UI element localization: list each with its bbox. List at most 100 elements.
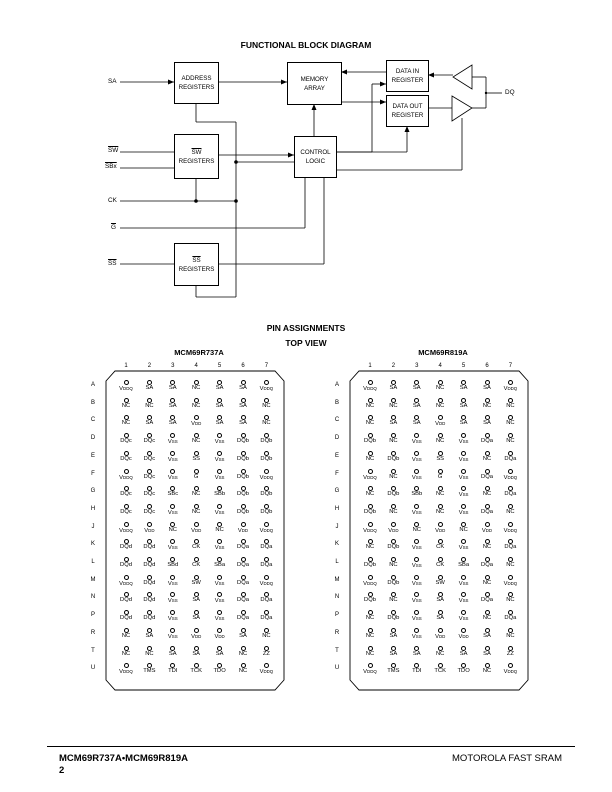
pin-ball-icon [461,521,467,527]
right-pin-label: NC [436,491,445,498]
pin-ball-icon [507,627,513,633]
right-pin-cell: NC [428,645,452,658]
right-pin-cell: NC [428,503,452,516]
pin-ball-icon [123,574,129,580]
pin-ball-icon [390,450,396,456]
left-pin-label: SA [168,402,177,409]
pin-ball-icon [507,503,513,509]
right-pin-label: VDD [435,527,446,534]
right-pin-cell: SA [381,627,405,640]
left-pin-cell: SW [184,574,208,587]
left-pin-cell: DQa [231,610,255,622]
right-pin-label: SA [389,385,398,391]
pin-ball-icon [461,486,467,492]
right-pin-label: NC [436,508,445,515]
right-pin-label: NC [365,491,375,498]
pin-ball-icon [146,521,152,527]
right-pin-label: SBa [458,562,470,568]
right-pin-label: SA [412,385,421,391]
left-pin-cell: SS [184,450,208,463]
pin-ball-icon [414,415,420,421]
pin-ball-icon [123,521,129,527]
control-logic-line1: CONTROL [300,149,331,156]
left-pin-cell: SA [137,415,161,427]
left-pin-cell: DQc [114,450,138,463]
right-pin-cell: SA [405,645,429,658]
left-pin-cell: VSS [208,468,232,482]
left-pin-cell: NC [137,397,161,410]
left-pin-label: VSS [167,616,178,623]
pin-ball-icon [193,450,199,456]
right-pin-label: DQa [481,438,493,445]
left-pin-label: VDDQ [259,474,274,481]
left-pin-cell: DQd [137,539,161,551]
right-pin-label: VSS [458,616,469,623]
left-pin-label: DQa [237,615,249,622]
left-pin-cell: DQd [137,574,161,587]
left-pin-cell: NC [184,433,208,445]
left-pin-label: NC [192,438,201,445]
left-row-label: C [90,417,96,424]
left-pin-label: DQd [143,597,156,604]
left-pin-cell: SA [161,380,185,392]
right-pin-cell: VDD [452,627,476,641]
right-pin-label: NC [365,544,375,551]
pin-ball-icon [217,627,223,633]
left-pin-cell: SA [231,397,255,410]
data-out-line1: DATA OUT [392,103,423,110]
pin-ball-icon [123,645,129,651]
pin-ball-icon [437,645,443,651]
left-pin-label: VDD [237,527,249,534]
pin-ball-icon [240,574,246,580]
left-pin-label: VSS [214,474,225,481]
pin-ball-icon [484,574,490,580]
right-pin-label: VDD [435,421,446,428]
left-row-label: H [90,505,96,512]
left-pin-cell: VDD [137,521,161,535]
pin-ball-icon [193,663,199,669]
right-pin-label: SA [436,597,445,604]
pin-ball-icon [240,415,246,421]
right-pin-label: VSS [411,509,422,516]
left-pin-cell: SBd [161,557,185,569]
pin-ball-icon [146,557,152,562]
right-pin-cell: SA [381,645,405,658]
right-pin-cell: NC [498,557,522,569]
pin-ball-icon [123,380,129,385]
left-pin-cell: DQd [137,610,161,622]
left-pin-cell: SA [208,397,232,410]
left-pin-label: SA [215,385,224,391]
pin-ball-icon [507,415,513,421]
left-pin-label: TCK [190,668,202,675]
left-row-label: U [90,665,96,672]
right-pin-cell: NC [358,450,382,463]
left-row-label: K [90,541,95,548]
left-pin-label: VDDQ [259,386,274,392]
pin-ball-icon [263,433,269,439]
left-pin-cell: NC [114,397,138,410]
left-pin-label: SA [145,385,154,391]
right-pin-cell: TDO [452,663,476,675]
right-pin-label: ZZ [506,650,514,657]
left-pin-label: DQb [237,491,249,498]
right-pin-label: VSS [458,580,469,587]
right-pin-cell: DQb [358,503,382,516]
left-pin-label: SA [239,420,247,427]
right-pin-label: VDDQ [363,580,377,587]
right-pin-label: SA [459,650,468,657]
pin-ball-icon [414,557,420,562]
memory-array-block: MEMORY ARRAY [287,62,342,105]
pin-ball-icon [217,415,223,421]
left-pin-cell: VSS [161,468,185,482]
pin-ball-icon [367,610,373,616]
left-pin-label: VDD [214,633,225,640]
pin-ball-icon [461,503,467,509]
pin-ball-icon [263,486,269,492]
pin-ball-icon [170,415,176,421]
ss-registers-line1: SS [192,256,201,264]
pin-ball-icon [123,433,129,439]
left-pin-cell: DQb [231,468,255,481]
left-pin-label: VSS [214,616,225,623]
right-pin-cell: NC [498,627,522,640]
left-pin-label: TDI [168,668,178,675]
